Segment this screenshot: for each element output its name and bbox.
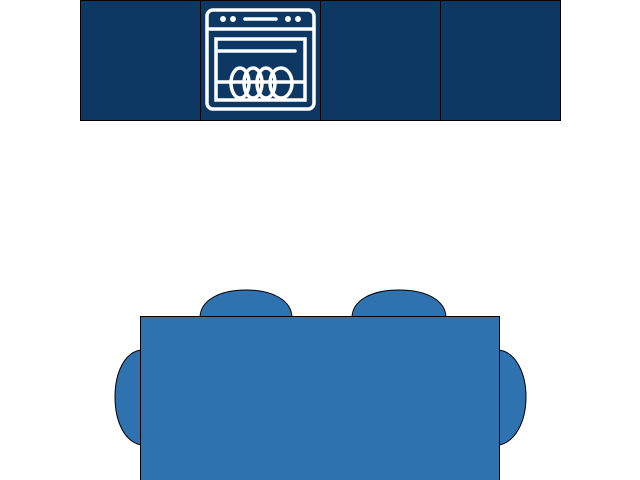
cabinet-3[interactable] — [320, 0, 441, 121]
chair-top-left[interactable] — [199, 289, 293, 319]
cabinet-row — [80, 0, 561, 121]
dishwasher-icon — [205, 8, 316, 111]
cabinet-1[interactable] — [80, 0, 201, 121]
chairs — [114, 289, 527, 446]
dining-table[interactable] — [140, 316, 500, 480]
chair-right[interactable] — [498, 349, 527, 446]
cabinet-4[interactable] — [440, 0, 561, 121]
chair-top-right[interactable] — [351, 289, 447, 319]
chair-left[interactable] — [114, 349, 142, 446]
